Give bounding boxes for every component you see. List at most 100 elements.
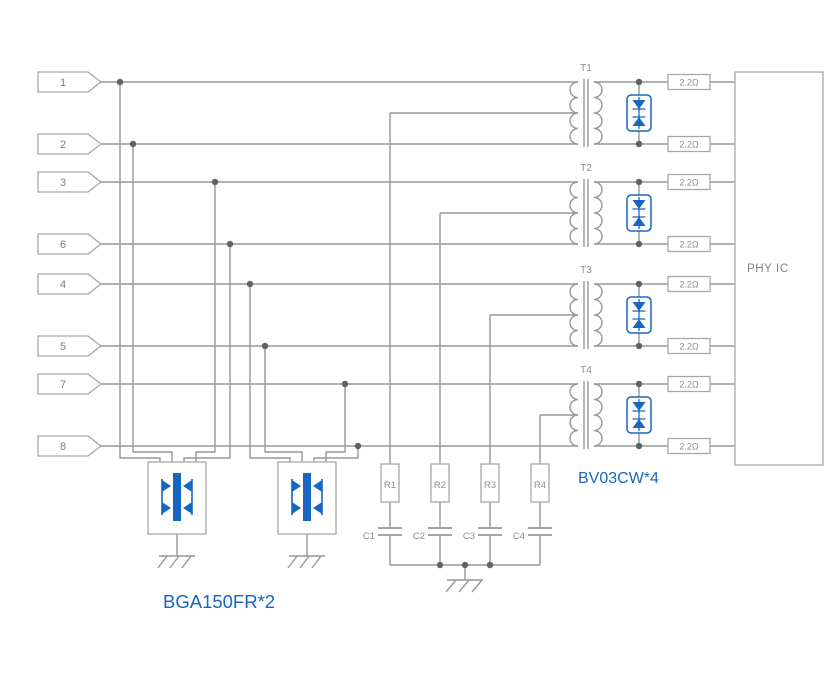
junction-dot [635, 280, 643, 288]
capacitor-label: C4 [513, 531, 525, 542]
transformer-core [583, 381, 589, 449]
resistor-value: 2.2Ω [679, 342, 699, 352]
junction-dot [635, 240, 643, 248]
capacitor-label: C1 [363, 531, 375, 542]
pin-connector [37, 233, 103, 255]
ground-icon [445, 579, 483, 593]
junction-dot [341, 380, 349, 388]
transformer-secondary-winding [593, 383, 603, 447]
ground-icon [157, 534, 195, 569]
signal-wires [101, 81, 735, 462]
junction-dot [461, 561, 469, 569]
tvs-diode-bar [632, 208, 646, 218]
series-resistors: 2.2Ω 2.2Ω 2.2Ω 2.2Ω 2.2Ω 2.2Ω 2.2Ω 2.2Ω [667, 73, 711, 455]
pin-connectors: 1 2 3 6 4 5 7 8 [37, 71, 103, 457]
resistor-label: R2 [434, 480, 446, 491]
transformer-t1: T1 [569, 63, 603, 147]
junction-dot [116, 78, 124, 86]
termination-network: R1 C1 R2 C2 R3 C3 R4 C4 [363, 112, 578, 593]
resistor-value: 2.2Ω [679, 140, 699, 150]
junction-dot [211, 178, 219, 186]
junction-dot [436, 561, 444, 569]
pin-label: 4 [60, 279, 66, 291]
transformer-core [583, 179, 589, 247]
pin-connector [37, 373, 103, 395]
resistor-box [380, 463, 400, 503]
surge-protector-icon [173, 473, 181, 521]
capacitor-icon [378, 527, 402, 536]
pin-label: 7 [60, 379, 66, 391]
surge-protector-arrows-icon [162, 480, 192, 514]
resistor-box [667, 337, 711, 355]
tvs-diode-bar [632, 108, 646, 118]
pin-connector [37, 435, 103, 457]
pin-label: 6 [60, 239, 66, 251]
resistor-value: 2.2Ω [679, 280, 699, 290]
junction-dot [635, 178, 643, 186]
tvs-diode-t2 [626, 182, 652, 244]
tvs-diode-icon [632, 402, 646, 428]
tvs-diode-bar [632, 410, 646, 420]
resistor-box [667, 437, 711, 455]
junction-dots [116, 78, 643, 569]
capacitor-icon [478, 527, 502, 536]
center-tap-branch [489, 314, 578, 565]
capacitor-label: C3 [463, 531, 475, 542]
surge-protector-arrows-icon [292, 480, 322, 514]
transformer-secondary-winding [593, 283, 603, 347]
junction-dot [261, 342, 269, 350]
transformer-secondary-winding [593, 181, 603, 245]
tvs-diode-icon [632, 100, 646, 126]
surge-protector-part-label: BGA150FR*2 [163, 591, 275, 612]
transformer-label: T4 [580, 365, 592, 376]
pin-label: 8 [60, 441, 66, 453]
tvs-diode-icon [632, 200, 646, 226]
pin-label: 3 [60, 177, 66, 189]
center-tap-branch [439, 212, 578, 565]
resistor-box [480, 463, 500, 503]
transformer-core [583, 281, 589, 349]
junction-dot [129, 140, 137, 148]
transformer-t2: T2 [569, 163, 603, 247]
pin-connector [37, 71, 103, 93]
pin-connector [37, 133, 103, 155]
phy-ic-box [734, 71, 824, 466]
junction-dot [226, 240, 234, 248]
resistor-value: 2.2Ω [679, 380, 699, 390]
resistor-label: R1 [384, 480, 396, 491]
transformer-t4: T4 [569, 365, 603, 449]
transformer-label: T3 [580, 265, 592, 276]
junction-dot [635, 380, 643, 388]
tvs-diode-icon [632, 302, 646, 328]
resistor-box [430, 463, 450, 503]
capacitor-icon [528, 527, 552, 536]
resistor-box [667, 375, 711, 393]
tvs-part-label: BV03CW*4 [578, 470, 659, 487]
resistor-box [667, 73, 711, 91]
tvs-diode-t1 [626, 82, 652, 144]
junction-dot [635, 140, 643, 148]
junction-dot [635, 442, 643, 450]
tvs-diode-bar [632, 310, 646, 320]
resistor-box [667, 135, 711, 153]
resistor-value: 2.2Ω [679, 240, 699, 250]
resistor-value: 2.2Ω [679, 442, 699, 452]
resistor-value: 2.2Ω [679, 178, 699, 188]
transformer-t3: T3 [569, 265, 603, 349]
pin-connector [37, 273, 103, 295]
junction-dot [635, 78, 643, 86]
pin-label: 5 [60, 341, 66, 353]
pin-connector [37, 335, 103, 357]
resistor-box [667, 235, 711, 253]
resistor-box [530, 463, 550, 503]
phy-ic-label: PHY IC [747, 263, 789, 275]
surge-protector-tap-wires [119, 82, 359, 462]
transformer-label: T2 [580, 163, 592, 174]
tvs-diode-t3 [626, 284, 652, 346]
resistor-value: 2.2Ω [679, 78, 699, 88]
capacitor-label: C2 [413, 531, 425, 542]
pin-label: 2 [60, 139, 66, 151]
capacitor-icon [428, 527, 452, 536]
